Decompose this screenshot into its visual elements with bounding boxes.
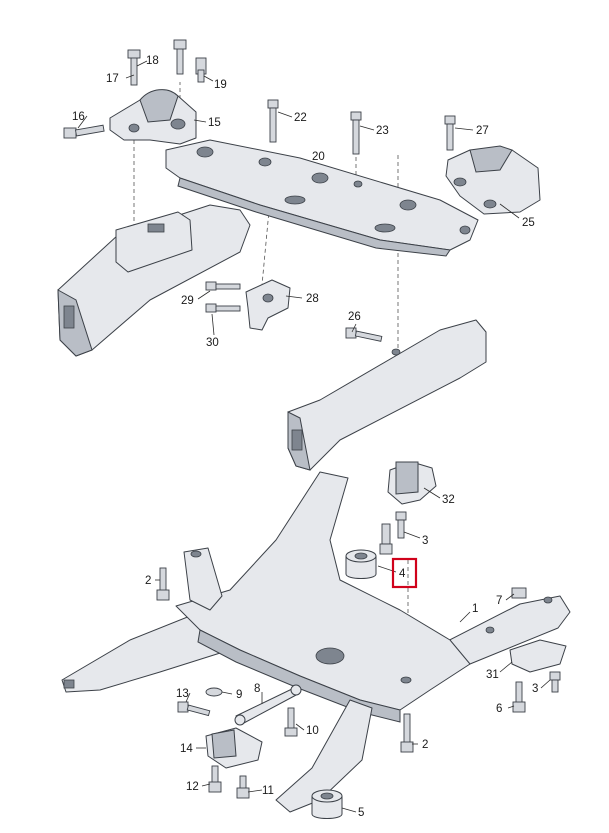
label-16: 16 <box>72 111 85 123</box>
bushing-4 <box>345 549 377 579</box>
label-14: 14 <box>180 743 193 755</box>
bolt-13 <box>177 701 211 717</box>
bolt-22 <box>267 99 279 143</box>
bushing-5 <box>311 789 343 819</box>
label-3-lower: 3 <box>532 683 538 695</box>
bolt-6 <box>512 681 526 713</box>
bolt-3-upper <box>395 511 407 539</box>
transmission-mount-25 <box>445 145 541 215</box>
part-labels: 17 18 19 16 15 22 23 27 20 25 29 28 30 2… <box>72 55 538 819</box>
label-8: 8 <box>254 683 260 695</box>
label-11: 11 <box>262 785 274 797</box>
bolt-17 <box>127 49 141 86</box>
label-7: 7 <box>496 595 502 607</box>
bolt-29 <box>205 281 241 291</box>
bolt-3-upper-2 <box>379 523 393 555</box>
label-23: 23 <box>376 125 389 137</box>
bracket-32 <box>387 461 437 505</box>
label-27: 27 <box>476 125 489 137</box>
bracket-31 <box>509 639 567 673</box>
label-2-left: 2 <box>145 575 151 587</box>
label-3-upper: 3 <box>422 535 428 547</box>
label-20: 20 <box>312 151 325 163</box>
bracket-14 <box>205 727 263 769</box>
label-4: 4 <box>399 568 406 580</box>
link-rod-8 <box>234 684 302 726</box>
subframe-1 <box>61 471 571 813</box>
label-9: 9 <box>236 689 242 701</box>
nut-19 <box>195 57 207 83</box>
bolt-27 <box>444 115 456 151</box>
label-12: 12 <box>186 781 199 793</box>
bolt-11 <box>236 775 250 799</box>
label-30: 30 <box>206 337 219 349</box>
label-17: 17 <box>106 73 119 85</box>
label-25: 25 <box>522 217 535 229</box>
label-2-right: 2 <box>422 739 428 751</box>
bolt-2-left <box>156 567 170 601</box>
label-26: 26 <box>348 311 361 323</box>
chassis-rail-middle-right <box>287 319 487 471</box>
bolt-3-lower <box>549 671 561 693</box>
bolt-10 <box>284 707 298 737</box>
label-32: 32 <box>442 494 455 506</box>
bolt-23 <box>350 111 362 155</box>
label-1: 1 <box>472 603 478 615</box>
label-28: 28 <box>306 293 319 305</box>
chassis-rail-upper-left <box>57 204 251 357</box>
label-13: 13 <box>176 688 189 700</box>
nut-7 <box>511 587 527 599</box>
label-29: 29 <box>181 295 194 307</box>
bolt-2-right <box>400 713 414 753</box>
label-15: 15 <box>208 117 221 129</box>
bolt-12 <box>208 765 222 793</box>
bolt-16 <box>63 124 105 139</box>
label-31: 31 <box>486 669 499 681</box>
label-22: 22 <box>294 112 307 124</box>
label-10: 10 <box>306 725 319 737</box>
label-18: 18 <box>146 55 159 67</box>
label-19: 19 <box>214 79 227 91</box>
label-5: 5 <box>358 807 364 819</box>
washer-9 <box>205 687 223 697</box>
engine-mount-15 <box>109 89 197 145</box>
highlight-box-part-4 <box>391 557 418 589</box>
bolt-18 <box>173 39 187 75</box>
bracket-28 <box>245 279 291 331</box>
bolt-26 <box>345 327 383 342</box>
label-6: 6 <box>496 703 502 715</box>
bolt-30 <box>205 303 241 313</box>
cross-member-20 <box>165 139 479 257</box>
